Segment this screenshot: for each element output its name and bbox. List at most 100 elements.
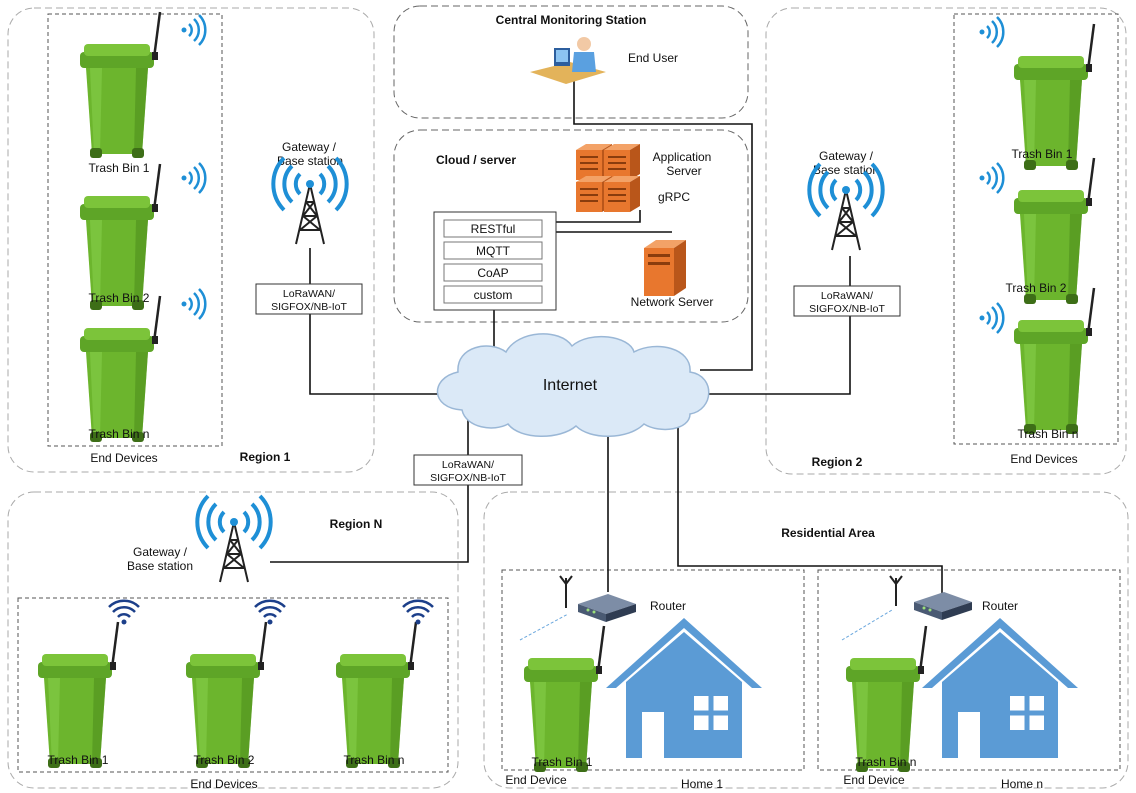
trash-bin-icon [1012,286,1096,436]
central-monitoring-title: Central Monitoring Station [496,13,647,27]
network-links [270,80,943,594]
router-antenna [559,575,573,608]
lpwan-label-region-1: LoRaWAN/ SIGFOX/NB-IoT [255,283,363,315]
wifi-signal-icon [107,599,141,626]
bin-label: Trash Bin 1 [48,753,109,767]
gateway-label-line1: Gateway / [133,545,188,559]
protocol-mqtt: MQTT [476,244,511,258]
application-server-label-line2: Server [666,164,701,178]
trash-bin-icon [78,294,162,444]
network-server-icon [644,240,686,296]
home-1-box [501,569,805,771]
end-user-label: End User [628,51,678,65]
region-2-boundary [765,7,1127,475]
end-devices-label: End Devices [90,451,157,465]
wireless-link [519,613,569,641]
trash-bin-icon [78,10,162,160]
gateway-label-line2: Base station [277,154,343,168]
router-label: Router [982,599,1018,613]
wifi-signal-icon [180,161,207,195]
cloud-server-boundary [393,129,749,323]
bin-label: Trash Bin 2 [194,753,255,767]
trash-bin-icon [78,162,162,312]
bin-label: Trash Bin 2 [1006,281,1067,295]
lpwan-line1: LoRaWAN/ [821,290,873,302]
trash-bin-icon [844,624,928,774]
wifi-signal-icon [180,13,207,47]
grpc-label: gRPC [658,190,690,204]
trash-bin-icon [334,620,418,770]
bin-label: Trash Bin 1 [89,161,150,175]
lpwan-label-region-n: LoRaWAN/ SIGFOX/NB-IoT [413,454,523,486]
lpwan-line1: LoRaWAN/ [283,288,335,300]
region-n-end-devices-box [17,597,449,773]
router-icon [578,594,636,622]
region-n-label: Region N [330,517,383,531]
central-monitoring-boundary [393,5,749,119]
gateway-tower-icon [195,494,273,584]
router-icon [914,592,972,620]
region-1-boundary [7,7,375,473]
end-devices-label: End Devices [1010,452,1077,466]
wifi-signal-icon [978,301,1005,335]
protocol-box [443,219,543,238]
gateway-label-line2: Base station [127,559,193,573]
wifi-signal-icon [978,161,1005,195]
internet-label: Internet [543,377,598,394]
gateway-label-line1: Gateway / [819,149,874,163]
bin-label: Trash Bin n [344,753,405,767]
bin-label: Trash Bin 1 [1012,147,1073,161]
lpwan-label-region-2: LoRaWAN/ SIGFOX/NB-IoT [793,285,901,317]
home-n-box [817,569,1121,771]
bin-label: Trash Bin 2 [89,291,150,305]
wireless-link [841,609,893,641]
bin-label: Trash Bin n [1018,427,1079,441]
protocol-box [443,263,543,282]
protocol-coap: CoAP [477,266,508,280]
gateway-label-line1: Gateway / [282,140,337,154]
application-server-label-line1: Application [653,150,712,164]
end-user-icon [530,37,606,84]
bin-label: Trash Bin 1 [532,755,593,769]
residential-area-label: Residential Area [781,526,875,540]
internet-cloud [436,333,710,437]
gateway-tower-icon [271,156,349,246]
wifi-signal-icon [180,287,207,321]
router-antenna [889,575,903,606]
protocol-box [443,285,543,304]
lpwan-line2: SIGFOX/NB-IoT [271,301,347,313]
region-1-label: Region 1 [240,450,291,464]
router-label: Router [650,599,686,613]
protocol-restful: RESTful [471,222,516,236]
end-device-label: End Device [843,773,905,787]
network-server-label: Network Server [631,295,714,309]
house-icon [922,618,1078,758]
region-n-boundary [7,491,459,789]
region-1-end-devices-box [47,13,223,447]
house-icon [606,618,762,758]
protocol-list: RESTful MQTT CoAP custom [443,219,543,304]
bin-label: Trash Bin n [89,427,150,441]
wifi-signal-icon [401,599,435,626]
application-server-icon [576,144,640,212]
lpwan-line2: SIGFOX/NB-IoT [809,303,885,315]
trash-bin-icon [36,620,120,770]
bin-label: Trash Bin n [856,755,917,769]
lpwan-line1: LoRaWAN/ [442,459,494,471]
end-device-label: End Device [505,773,567,787]
lpwan-line2: SIGFOX/NB-IoT [430,472,506,484]
region-2-end-devices-box [953,13,1119,445]
cloud-server-title: Cloud / server [436,153,516,167]
trash-bin-icon [184,620,268,770]
residential-area-boundary [483,491,1129,789]
protocol-box [443,241,543,260]
wifi-signal-icon [253,599,287,626]
trash-bin-icon [522,624,606,774]
home-1-label: Home 1 [681,777,723,791]
home-n-label: Home n [1001,777,1043,791]
end-devices-label: End Devices [190,777,257,791]
gateway-label-line2: Base station [813,163,879,177]
wifi-signal-icon [978,15,1005,49]
protocol-custom: custom [474,288,513,302]
